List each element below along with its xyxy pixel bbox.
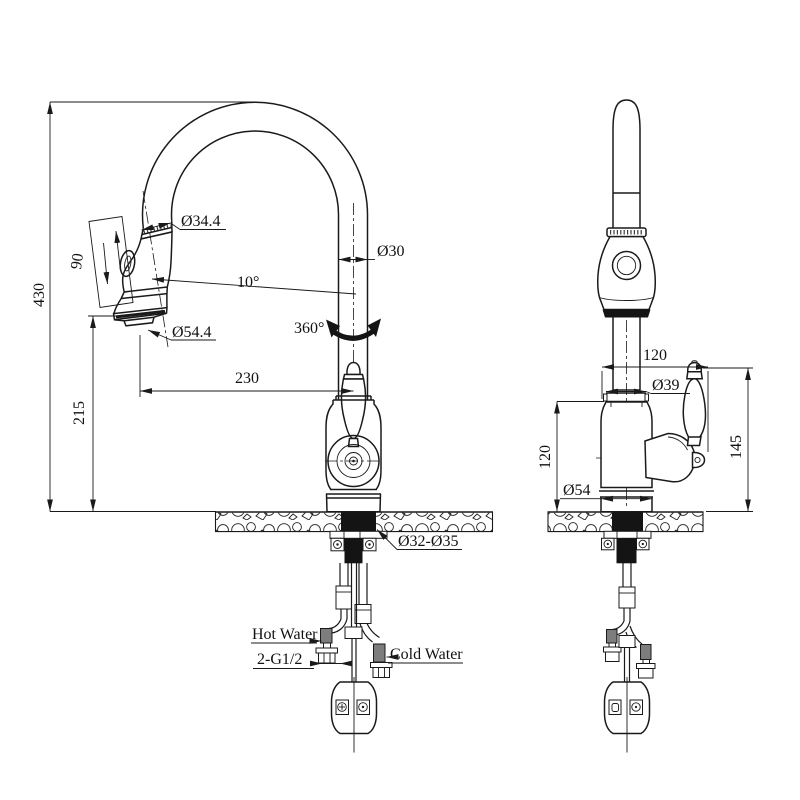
spray-wand-side <box>597 99 656 318</box>
dim-spray-face-dia-label: Ø54.4 <box>172 324 212 341</box>
lever-handle-side <box>682 360 707 447</box>
dim-handle-height-label: 145 <box>728 435 745 459</box>
side-view: 120 Ø39 120 Ø54 145 <box>537 99 753 753</box>
gooseneck-spout <box>141 101 369 400</box>
lever-handle-front <box>340 361 367 448</box>
dim-total-height-label: 430 <box>31 283 48 307</box>
faucet-body-front <box>325 395 382 512</box>
mounting-hardware-front <box>329 512 388 564</box>
thread-size-label: 2-G1/2 <box>257 651 302 668</box>
dim-spray-connect-dia-label: Ø34.4 <box>181 213 221 230</box>
handle-mount-side <box>644 432 706 483</box>
dim-spout-reach-label: 230 <box>235 370 259 387</box>
spray-button-side-icon <box>611 250 642 281</box>
cold-water-label: Cold Water <box>390 646 463 663</box>
dim-swivel-angle-label: 360° <box>294 320 324 337</box>
dim-tilt-angle-label: 10° <box>237 274 259 291</box>
front-dimensions: 430 215 230 Ø34.4 Ø54.4 10° Ø30 <box>31 101 463 669</box>
hose-counterweight-side <box>603 677 651 753</box>
swivel-arrow-icon <box>326 318 381 341</box>
mounting-hardware-side <box>601 512 652 564</box>
dim-top-offset-label: 120 <box>643 347 667 364</box>
supply-hoses-front <box>315 563 393 682</box>
dim-mount-hole-dia-label: Ø32-Ø35 <box>398 533 458 550</box>
hot-water-label: Hot Water <box>252 626 318 643</box>
dim-base-dia-label: Ø54 <box>563 482 591 499</box>
spray-travel-dimension: 90 <box>68 215 134 309</box>
spray-head <box>112 190 173 348</box>
side-dimensions: 120 Ø39 120 Ø54 145 <box>537 347 753 512</box>
spray-button-icon <box>119 249 136 278</box>
hose-counterweight-front <box>330 677 378 753</box>
dim-body-height-label: 120 <box>537 445 554 469</box>
dim-spray-height-label: 215 <box>71 401 88 425</box>
body-medallion <box>327 434 380 488</box>
dim-spout-dia-label: Ø30 <box>377 243 405 260</box>
dim-collar-dia-label: Ø39 <box>652 377 680 394</box>
supply-hoses-side <box>603 563 656 682</box>
dim-spray-travel-label: 90 <box>68 252 87 270</box>
front-view: 90 <box>31 101 494 753</box>
